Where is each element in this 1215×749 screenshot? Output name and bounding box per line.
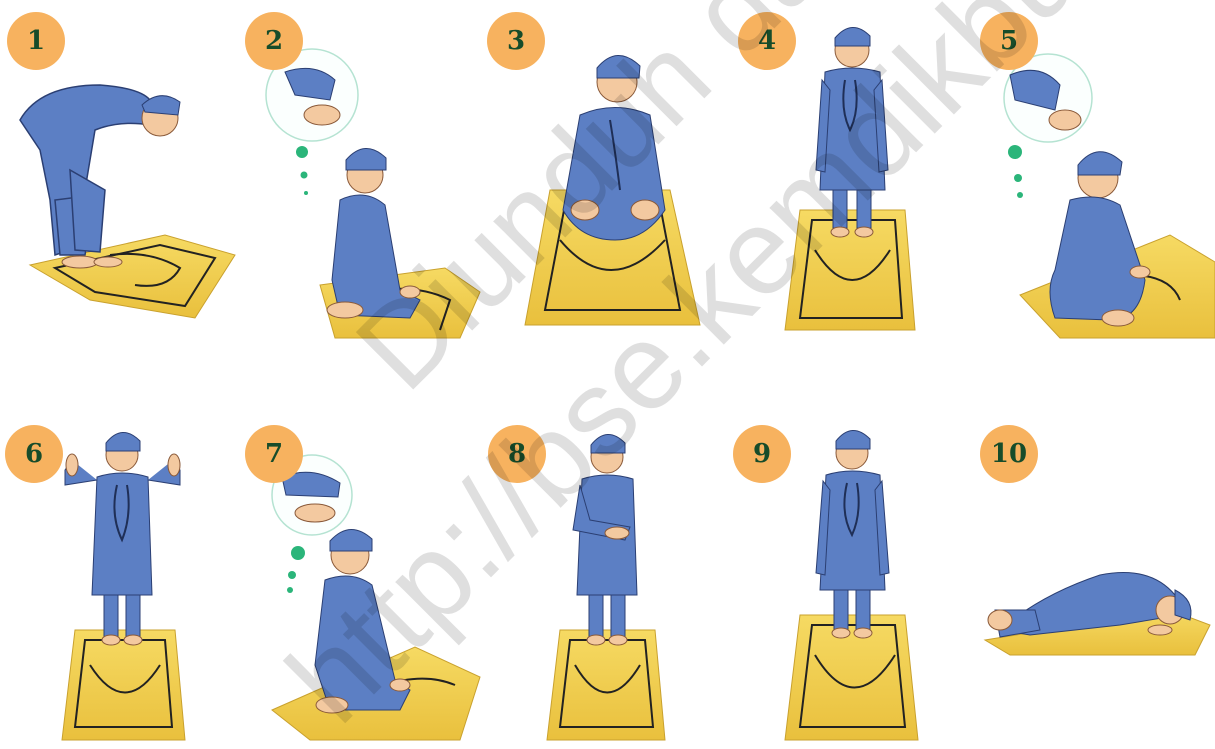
step-5-panel: 5 (970, 0, 1215, 340)
step-number-badge: 7 (245, 425, 303, 483)
step-6-panel: 6 (0, 415, 240, 744)
step-number-badge: 9 (733, 425, 791, 483)
step-number: 3 (507, 26, 525, 56)
step-number-badge: 8 (488, 425, 546, 483)
step-number-badge: 5 (980, 12, 1038, 70)
step-number: 7 (265, 439, 283, 469)
step-4-panel: 4 (730, 0, 970, 340)
step-number: 2 (265, 26, 283, 56)
step-7-panel: 7 (240, 415, 485, 744)
step-number: 4 (758, 26, 776, 56)
step-number-badge: 1 (7, 12, 65, 70)
step-number-badge: 2 (245, 12, 303, 70)
step-number-badge: 3 (487, 12, 545, 70)
step-number: 6 (25, 439, 43, 469)
step-3-panel: 3 (485, 0, 730, 340)
step-1-panel: 1 (0, 0, 240, 340)
step-number: 9 (753, 439, 771, 469)
step-2-panel: 2 (240, 0, 485, 340)
step-number-badge: 6 (5, 425, 63, 483)
step-number: 1 (27, 26, 45, 56)
step-number: 5 (1000, 26, 1018, 56)
step-9-panel: 9 (730, 415, 970, 744)
step-number-badge: 10 (980, 425, 1038, 483)
step-8-panel: 8 (485, 415, 730, 744)
step-number: 8 (508, 439, 526, 469)
step-number: 10 (991, 439, 1027, 469)
step-number-badge: 4 (738, 12, 796, 70)
step-10-panel: 10 (970, 415, 1215, 744)
